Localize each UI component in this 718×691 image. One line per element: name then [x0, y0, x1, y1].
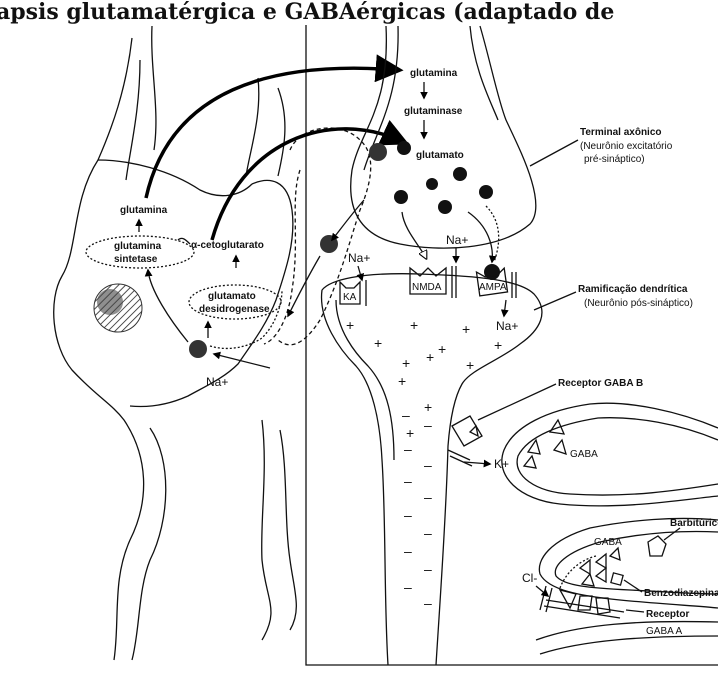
svg-text:AMPA: AMPA: [479, 282, 507, 293]
label-glutamina-sintetase-2: sintetase: [114, 254, 158, 265]
svg-text:–: –: [404, 579, 412, 595]
label-cetoglutarato: α-cetoglutarato: [191, 240, 264, 251]
label-na-left: Na+: [206, 375, 228, 389]
svg-text:+: +: [466, 357, 474, 373]
arrow-release-nmda: [402, 212, 426, 258]
arrow-na-ka: [358, 266, 362, 280]
leader-ramificacao: [534, 292, 576, 310]
label-glutaminase: glutaminase: [404, 106, 463, 117]
label-benzodiazepinas: Benzodiazepinas: [644, 588, 718, 599]
label-cl-minus: Cl-: [522, 571, 537, 585]
svg-text:+: +: [438, 341, 446, 357]
arrow-release-ampa: [468, 212, 492, 262]
gaba-a-receptor: [540, 586, 624, 618]
nmda-receptor: NMDA: [410, 268, 446, 294]
svg-text:–: –: [402, 407, 410, 423]
arrow-into-glia: [288, 256, 320, 316]
gaba-terminal-upper-inner: [517, 418, 718, 495]
membrane-lower-2: [540, 636, 718, 654]
label-ramificacao-2: (Neurônio pós-sináptico): [584, 298, 693, 309]
arrow-na-ampa: [504, 300, 506, 316]
label-glutamato: glutamato: [416, 150, 464, 161]
svg-text:–: –: [424, 417, 432, 433]
svg-text:–: –: [424, 525, 432, 541]
arrow-glutamina-to-terminal: [146, 68, 398, 198]
svg-text:+: +: [426, 349, 434, 365]
gaba-b-receptor: [448, 416, 482, 466]
svg-text:–: –: [404, 507, 412, 523]
label-glutamina-sintetase-1: glutamina: [114, 241, 162, 252]
label-na-nmda: Na+: [446, 233, 468, 247]
label-ramificacao-1: Ramificação dendrítica: [578, 284, 688, 295]
glial-cell-body: [98, 160, 293, 407]
glial-cell-outline: [54, 26, 297, 660]
svg-text:+: +: [402, 355, 410, 371]
leader-terminal: [530, 140, 578, 166]
glutamate-molecules: [320, 141, 500, 280]
svg-text:–: –: [424, 489, 432, 505]
gaba-molecules-lower: [580, 548, 620, 586]
glutamate-molecule-glia: [189, 340, 207, 358]
svg-text:+: +: [374, 335, 382, 351]
label-terminal-3: pré-sináptico): [584, 154, 645, 165]
gaba-terminal-upper: [502, 403, 718, 506]
panel-frame: [306, 25, 718, 665]
label-glutamina-top: glutamina: [410, 68, 458, 79]
label-receptor-gaba-a-1: Receptor: [646, 609, 689, 620]
label-glutamato-desid-1: glutamato: [208, 291, 256, 302]
label-na-ka: Na+: [348, 251, 370, 265]
barbiturate-molecule: [648, 536, 666, 556]
svg-text:+: +: [462, 321, 470, 337]
label-receptor-gaba-b: Receptor GABA B: [558, 378, 643, 389]
svg-text:+: +: [346, 317, 354, 333]
membrane-lower-1: [536, 622, 718, 640]
benzodiazepine-molecule: [611, 573, 623, 585]
svg-text:–: –: [424, 595, 432, 611]
svg-text:KA: KA: [343, 292, 357, 303]
svg-text:NMDA: NMDA: [412, 282, 442, 293]
figure-title: apsis glutamatérgica e GABAérgicas (adap…: [0, 0, 614, 25]
label-gaba-2: GABA: [594, 537, 622, 548]
arrow-to-sintetase: [148, 270, 188, 342]
svg-text:+: +: [398, 373, 406, 389]
svg-text:–: –: [424, 561, 432, 577]
leader-barbituricos: [664, 528, 680, 540]
svg-text:+: +: [494, 337, 502, 353]
nucleolus: [97, 289, 123, 315]
ka-receptor: KA: [340, 282, 360, 304]
arrow-na-in: [214, 354, 270, 368]
label-barbituricos: Barbitúricos: [670, 518, 718, 529]
label-glutamina-left: glutamina: [120, 205, 168, 216]
svg-text:+: +: [406, 425, 414, 441]
leader-gaba-b: [478, 384, 556, 420]
glial-process-dashed-inner: [264, 170, 300, 344]
svg-text:–: –: [404, 441, 412, 457]
svg-text:+: +: [410, 317, 418, 333]
svg-text:+: +: [424, 399, 432, 415]
label-na-ampa: Na+: [496, 319, 518, 333]
label-receptor-gaba-a-2: GABA A: [646, 626, 682, 637]
label-glutamato-desid-2: desidrogenase: [199, 304, 270, 315]
label-terminal-1: Terminal axônico: [580, 127, 662, 138]
label-terminal-2: (Neurônio excitatório: [580, 141, 673, 152]
label-gaba-1: GABA: [570, 449, 598, 460]
svg-text:–: –: [404, 473, 412, 489]
leader-receptor-gaba-a: [626, 610, 644, 612]
svg-text:–: –: [424, 457, 432, 473]
svg-text:–: –: [404, 543, 412, 559]
presynaptic-terminal: [351, 26, 536, 248]
